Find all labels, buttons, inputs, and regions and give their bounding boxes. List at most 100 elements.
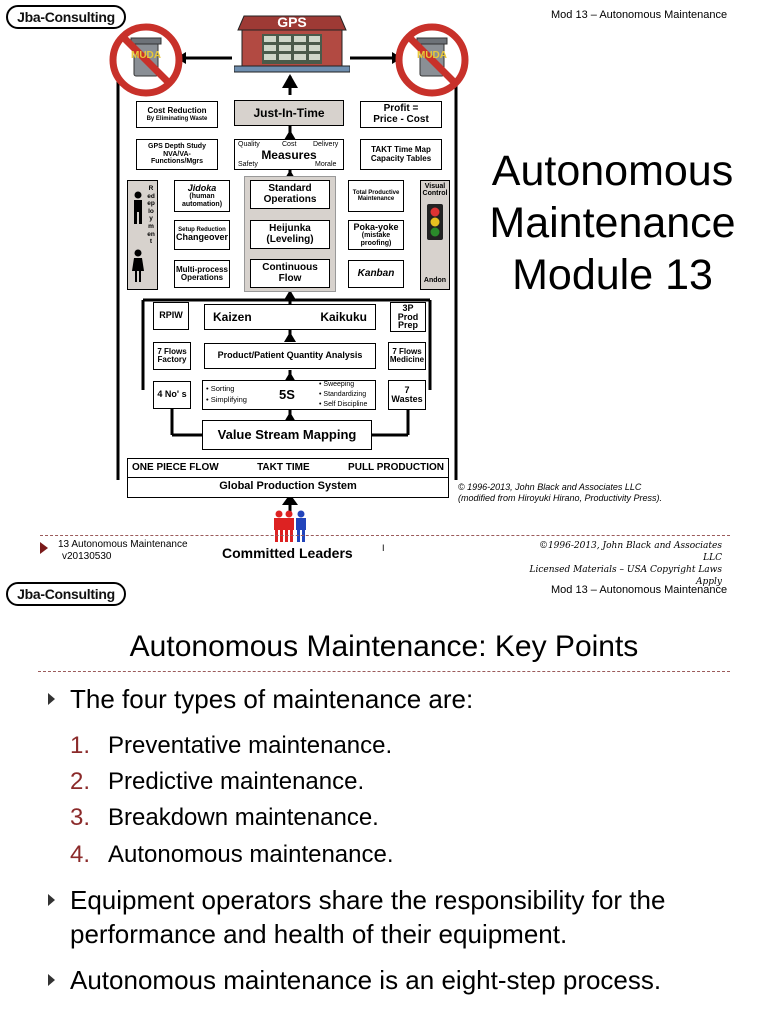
footer-right-line2: Licensed Materials – USA Copyright Laws … (529, 565, 722, 587)
cost-reduction-label: Cost Reduction (147, 106, 207, 116)
gps-label: GPS (277, 14, 307, 30)
list-item-text: Predictive maintenance. (108, 768, 365, 795)
company-logo-2: Jba-Consulting (6, 582, 126, 606)
module-label-2: Mod 13 – Autonomous Maintenance (551, 584, 728, 596)
standardizing-label: • Standardizing (319, 391, 367, 398)
bullet-1-text: The four types of maintenance are: (70, 684, 474, 714)
kanban-box: Kanban (348, 260, 404, 288)
flows-factory-line2: Factory (157, 355, 187, 364)
traffic-light-icon (427, 203, 443, 240)
slide2-title: Autonomous Maintenance: Key Points (129, 630, 639, 663)
jidoka-sub: (human automation) (181, 193, 223, 208)
multiprocess-box: Multi-process Operations (174, 260, 230, 288)
continuous-flow-box: Continuous Flow (250, 259, 330, 288)
tpm-box: Total Productive Maintenance (348, 180, 404, 212)
gps-depth-line3: Functions/Mgrs (150, 158, 204, 166)
list-item: 4. Autonomous maintenance. (70, 840, 394, 870)
pull-production-label: PULL PRODUCTION (348, 461, 444, 473)
flows-medicine-line1: 7 Flows (392, 346, 422, 356)
sweeping-label: • Sweeping (319, 381, 355, 388)
self-discipline-label: • Self Discipline (319, 401, 368, 408)
measures-safety: Safety (238, 161, 258, 168)
measures-cost: Cost (282, 141, 297, 148)
bullet-2-line2: performance and health of their equipmen… (70, 919, 568, 949)
list-item-text: Preventative maintenance. (108, 732, 393, 759)
gps-depth-box: GPS Depth Study NVA/VA- Functions/Mgrs (136, 139, 218, 170)
prod-prep-line2: Prod (397, 311, 419, 322)
leveling-label: (Leveling) (266, 233, 314, 245)
prod-prep-box: 3P Prod Prep (390, 302, 426, 332)
diagram-copyright-line2: (modified from Hiroyuki Hirano, Producti… (458, 493, 663, 503)
bullet-3: Autonomous maintenance is an eight-step … (48, 963, 661, 997)
muda-icon-left (109, 23, 183, 97)
slide2-title-divider (38, 671, 730, 672)
slide-1: Jba-Consulting Mod 13 – Autonomous Maint… (6, 5, 755, 587)
list-item-number: 2. (70, 768, 91, 795)
committed-leaders-label: Committed Leaders (222, 545, 353, 561)
slide1-footer-left: 13 Autonomous Maintenance v20130530 (58, 539, 188, 563)
module-label: Mod 13 – Autonomous Maintenance (551, 9, 728, 21)
cost-reduction-box: Cost Reduction By Eliminating Waste (136, 101, 218, 128)
bullet-arrow-icon (48, 974, 55, 986)
measures-morale: Morale (315, 161, 337, 168)
changeover-label: Changeover (175, 232, 228, 243)
pokayoke-box: Poka-yoke (mistake proofing) (348, 220, 404, 250)
changeover-box: Setup Reduction Changeover (174, 220, 230, 250)
list-item-number: 4. (70, 841, 91, 868)
footer-arrow-icon (40, 542, 48, 554)
footer-right-line1: ©1996-2013, John Black and Associates LL… (538, 541, 722, 563)
footer-left-line1: 13 Autonomous Maintenance (58, 539, 188, 550)
slide1-title-line3: Module 13 (512, 251, 713, 299)
list-item: 3. Breakdown maintenance. (70, 803, 379, 833)
five-s-box: • Sorting • Simplifying 5S • Sweeping • … (202, 380, 376, 410)
profit-line1: Profit = (383, 103, 419, 114)
seven-wastes-box: 7 Wastes (388, 380, 426, 410)
list-item: 1.Preventative maintenance. (70, 731, 392, 761)
heijunka-label: Heijunka (269, 223, 311, 234)
muda-label-right: MUDA (417, 50, 447, 61)
redeployment-label: Redeployment (147, 185, 155, 246)
takt-map-label: TAKT Time Map (371, 145, 431, 155)
takt-map-box: TAKT Time Map Capacity Tables (360, 139, 442, 170)
bullet-1: The four types of maintenance are: (48, 682, 473, 716)
redeployment-panel: Redeployment (127, 180, 158, 290)
list-item-number: 3. (70, 804, 91, 831)
just-in-time-box: Just-In-Time (234, 100, 344, 126)
diagram-copyright: © 1996-2013, John Black and Associates L… (458, 482, 662, 504)
diagram-copyright-line1: © 1996-2013, John Black and Associates L… (458, 482, 642, 492)
slide1-title-line1: Autonomous (491, 147, 734, 195)
slide1-title-line2: Maintenance (489, 199, 736, 247)
bullet-3-text: Autonomous maintenance is an eight-step … (70, 965, 662, 995)
slide1-footer-right: ©1996-2013, John Black and Associates LL… (528, 540, 722, 588)
visual-control-label: Visual Control (422, 183, 448, 198)
list-item: 2. Predictive maintenance. (70, 767, 364, 797)
setup-reduction-label: Setup Reduction (178, 227, 226, 234)
simplifying-label: • Simplifying (206, 395, 247, 404)
jidoka-label: Jidoka (187, 182, 217, 193)
muda-icon-right (395, 23, 469, 97)
heijunka-box: Heijunka (Leveling) (250, 220, 330, 249)
kaizen-row-box: Kaizen Kaikuku (204, 304, 376, 330)
jidoka-box: Jidoka (human automation) (174, 180, 230, 212)
prod-prep-line1: 3P (402, 303, 414, 314)
flows-medicine-line2: Medicine (389, 355, 425, 364)
gps-building-icon (234, 15, 350, 73)
one-piece-flow-label: ONE PIECE FLOW (132, 461, 219, 473)
gps-depth-line1: GPS Depth Study (148, 143, 206, 151)
list-item-text: Autonomous maintenance. (108, 841, 394, 868)
list-item-text: Breakdown maintenance. (108, 804, 379, 831)
gps-depth-line2: NVA/VA- (163, 150, 191, 158)
slide-2: Jba-Consulting Mod 13 – Autonomous Maint… (0, 574, 768, 1024)
bullet-arrow-icon (48, 894, 55, 906)
capacity-label: Capacity Tables (370, 153, 432, 163)
pokayoke-sub: (mistake proofing) (360, 232, 392, 247)
prod-prep-line3: Prep (397, 320, 418, 331)
slide1-title: Autonomous Maintenance Module 13 (470, 145, 755, 301)
vsm-box: Value Stream Mapping (202, 420, 372, 450)
footer-separator: I (382, 543, 385, 553)
andon-label: Andon (423, 276, 447, 284)
bullet-arrow-icon (48, 693, 55, 705)
person-male-icon (134, 191, 142, 224)
cost-reduction-sub: By Eliminating Waste (146, 115, 208, 122)
four-nos-box: 4 No' s (153, 381, 191, 409)
